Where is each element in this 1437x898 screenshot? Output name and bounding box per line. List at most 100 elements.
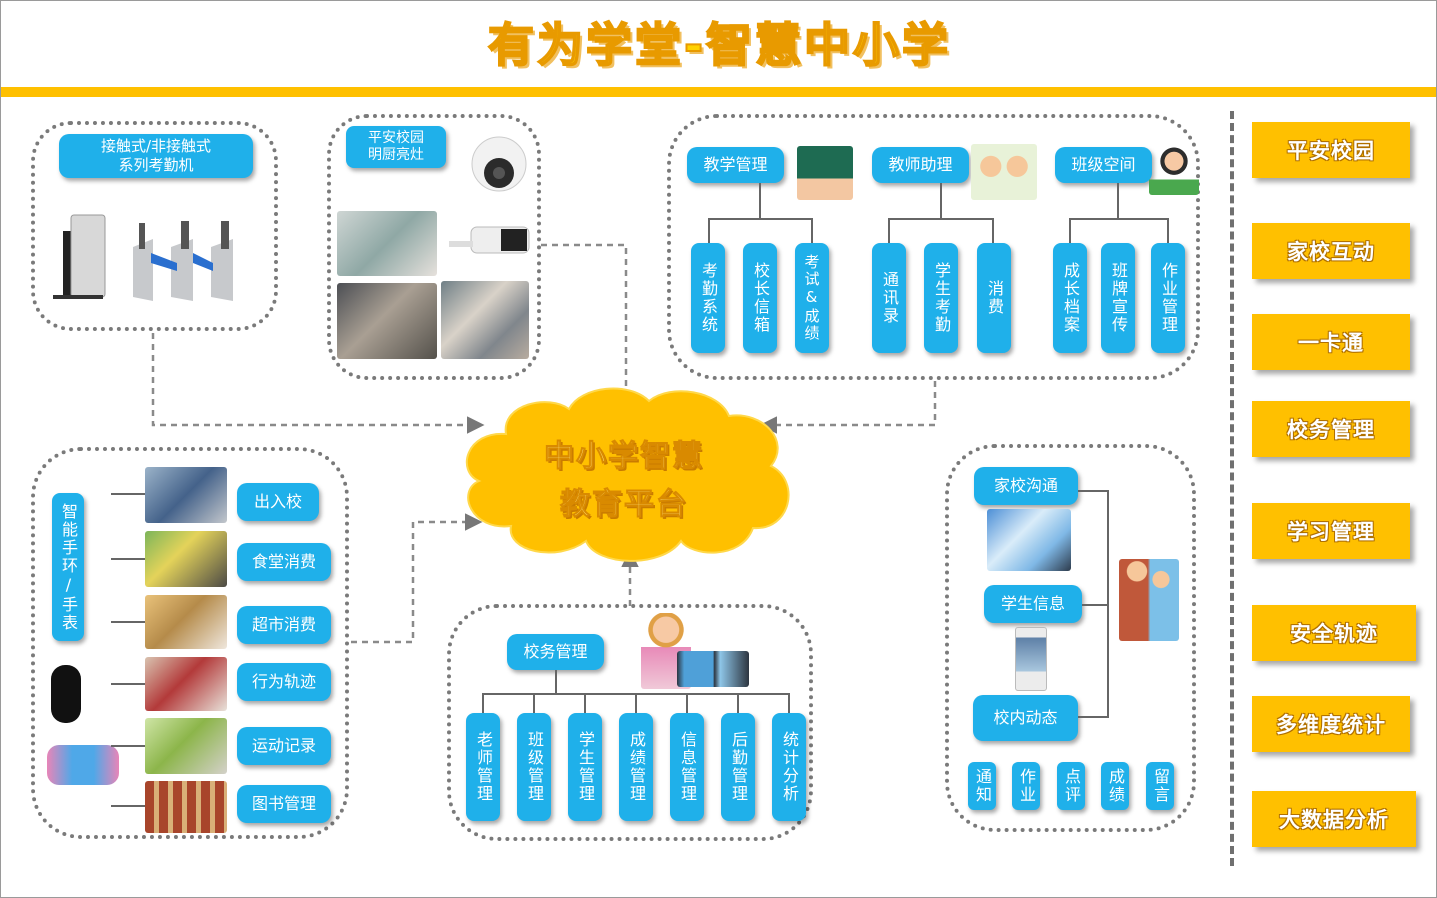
platform-title-line1: 中小学智慧 (544, 439, 704, 475)
safety-group (327, 114, 541, 380)
admin-item-scores[interactable]: 成绩管理 (619, 713, 653, 821)
sports-photo (145, 718, 227, 774)
admin-item-students[interactable]: 学生管理 (568, 713, 602, 821)
platform-title: 中小学智慧 教育平台 (464, 433, 784, 529)
home-school-item-message[interactable]: 留言 (1146, 762, 1174, 810)
teaching-item-principal-mailbox[interactable]: 校长信箱 (743, 243, 777, 353)
smart-wristband-button[interactable]: 智能手环/手表 (52, 493, 84, 641)
safe-campus-kitchen-button[interactable]: 平安校园 明厨亮灶 (346, 126, 446, 168)
sidebar-item-statistics[interactable]: 多维度统计 (1252, 696, 1410, 752)
wristband-item-school-entry[interactable]: 出入校 (237, 483, 319, 521)
teaching-item-growth-file[interactable]: 成长档案 (1053, 243, 1087, 353)
kids-watch-image (47, 745, 119, 785)
wristband-connector (111, 683, 145, 685)
sidebar-item-safe-campus[interactable]: 平安校园 (1252, 122, 1410, 178)
title-underline (1, 87, 1436, 97)
admin-item-statistics[interactable]: 统计分析 (772, 713, 806, 821)
teaching-item-exam-scores[interactable]: 考试&成绩 (795, 243, 829, 353)
admin-connector (635, 693, 637, 713)
tablet-app-image (987, 509, 1071, 571)
teaching-item-student-attendance[interactable]: 学生考勤 (924, 243, 958, 353)
attendance-machine-button[interactable]: 接触式/非接触式 系列考勤机 (59, 134, 253, 178)
kitchen-photo-1 (337, 211, 437, 276)
home-school-communication-button[interactable]: 家校沟通 (974, 467, 1078, 505)
sidebar-item-home-school[interactable]: 家校互动 (1252, 223, 1410, 279)
wristband-item-library[interactable]: 图书管理 (237, 785, 331, 823)
classroom-photo-2 (441, 281, 529, 359)
teaching-connector (708, 218, 813, 220)
platform-title-line2: 教育平台 (560, 487, 688, 523)
arrow-wristband (351, 513, 483, 644)
attendance-group (31, 121, 278, 331)
school-gate-photo (145, 467, 227, 523)
teaching-item-class-board[interactable]: 班牌宣传 (1101, 243, 1135, 353)
admin-connector (533, 693, 535, 713)
sidebar-item-safety-track[interactable]: 安全轨迹 (1252, 605, 1416, 661)
admin-item-logistics[interactable]: 后勤管理 (721, 713, 755, 821)
home-school-item-notice[interactable]: 通知 (968, 762, 996, 810)
teaching-connector (811, 218, 813, 243)
wristband-item-canteen[interactable]: 食堂消费 (237, 543, 331, 581)
home-school-item-homework[interactable]: 作业 (1012, 762, 1040, 810)
wristband-item-behavior[interactable]: 行为轨迹 (237, 663, 331, 701)
student-reading-illustration (1149, 143, 1199, 195)
admin-item-teachers[interactable]: 老师管理 (466, 713, 500, 821)
admin-item-information[interactable]: 信息管理 (670, 713, 704, 821)
home-school-connector (1082, 604, 1108, 606)
behavior-track-photo (145, 657, 227, 711)
teaching-group (667, 114, 1200, 380)
teaching-connector (1069, 218, 1169, 220)
teaching-item-homework[interactable]: 作业管理 (1151, 243, 1185, 353)
teaching-item-attendance[interactable]: 考勤系统 (691, 243, 725, 353)
home-school-connector (1078, 490, 1108, 492)
admin-connector (686, 693, 688, 713)
platform-cloud (465, 387, 790, 562)
library-photo (145, 781, 227, 833)
arrow-attendance (151, 333, 485, 434)
home-school-item-scores[interactable]: 成绩 (1101, 762, 1129, 810)
classroom-photo-1 (337, 283, 437, 359)
wristband-connector (111, 805, 145, 807)
sidebar-item-school-admin[interactable]: 校务管理 (1252, 401, 1410, 457)
wristband-connector (111, 745, 145, 747)
teaching-connector (992, 218, 994, 243)
admin-item-classes[interactable]: 班级管理 (517, 713, 551, 821)
card-payment-photo (145, 595, 227, 649)
devices-illustration (677, 651, 749, 687)
teaching-management-button[interactable]: 教学管理 (687, 147, 784, 183)
student-info-button[interactable]: 学生信息 (984, 585, 1082, 623)
sidebar-divider (1230, 111, 1234, 866)
teacher-assistant-button[interactable]: 教师助理 (872, 147, 969, 183)
home-school-connector (1078, 716, 1108, 718)
sidebar-item-big-data[interactable]: 大数据分析 (1252, 791, 1416, 847)
wristband-connector (111, 493, 145, 495)
admin-connector (737, 693, 739, 713)
sidebar-item-one-card[interactable]: 一卡通 (1252, 314, 1410, 370)
teaching-item-contacts[interactable]: 通讯录 (872, 243, 906, 353)
teaching-connector (1167, 218, 1169, 243)
school-admin-button[interactable]: 校务管理 (507, 634, 604, 670)
home-school-item-review[interactable]: 点评 (1057, 762, 1085, 810)
teaching-connector (759, 183, 761, 218)
campus-news-button[interactable]: 校内动态 (973, 695, 1078, 741)
sidebar-item-learning[interactable]: 学习管理 (1252, 503, 1410, 559)
home-school-connector (1107, 490, 1109, 718)
admin-connector (482, 693, 484, 713)
wristband-item-supermarket[interactable]: 超市消费 (237, 606, 331, 644)
wristband-item-sports[interactable]: 运动记录 (237, 727, 331, 765)
home-school-group (945, 444, 1196, 832)
page-title: 有为学堂-智慧中小学 (487, 17, 952, 73)
wristband-group (31, 447, 349, 839)
class-space-button[interactable]: 班级空间 (1055, 147, 1152, 183)
family-illustration (971, 144, 1037, 200)
teaching-connector (940, 183, 942, 218)
teaching-item-consumption[interactable]: 消费 (977, 243, 1011, 353)
canteen-photo (145, 531, 227, 587)
wristband-connector (111, 621, 145, 623)
